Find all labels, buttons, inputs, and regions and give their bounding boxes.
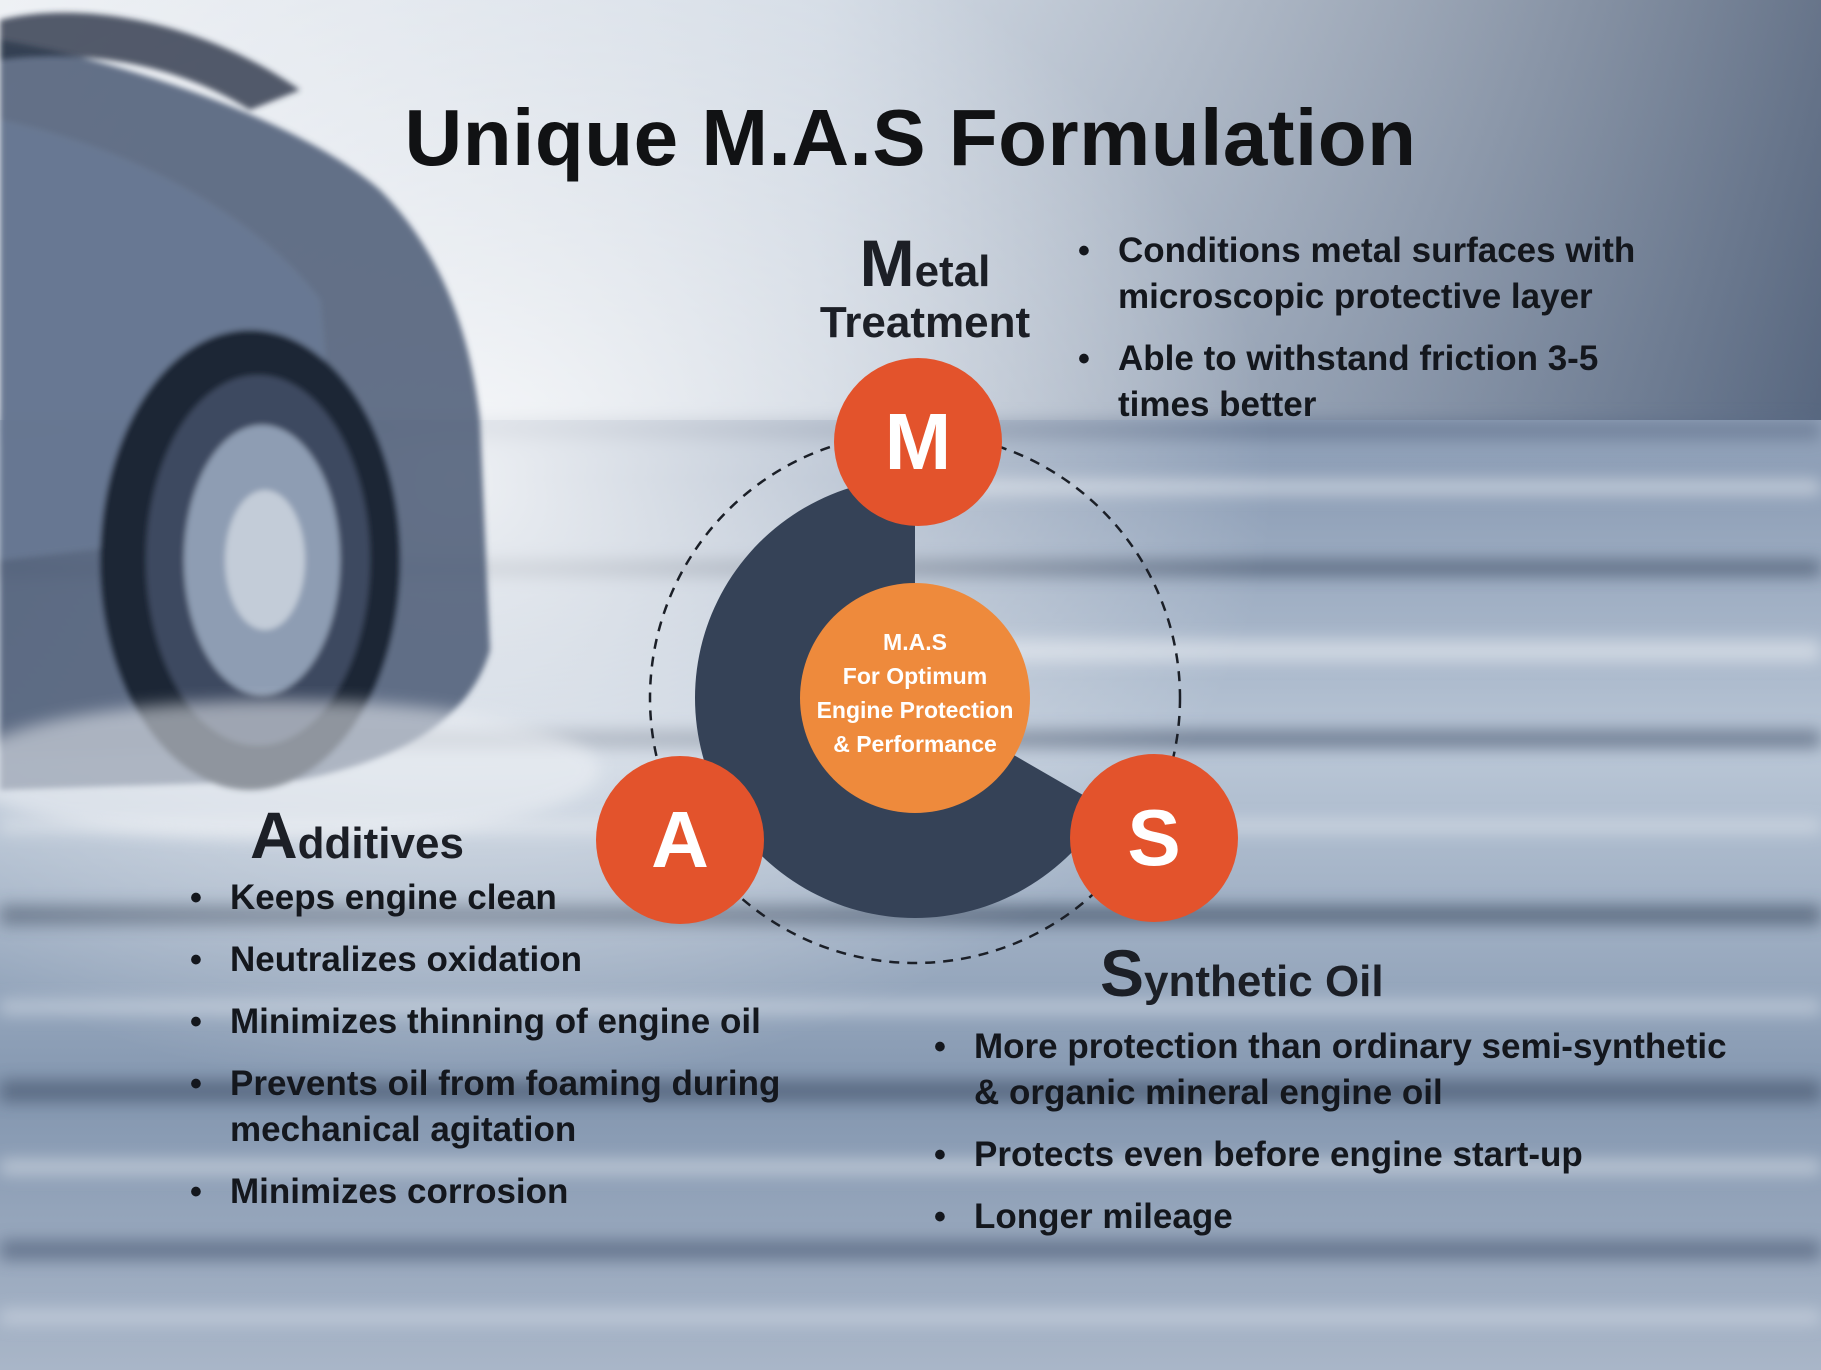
additives-bullet-list: Keeps engine clean Neutralizes oxidation… bbox=[188, 875, 808, 1231]
metal-heading: Metal Treatment bbox=[790, 226, 1060, 348]
list-item: Minimizes thinning of engine oil bbox=[188, 999, 808, 1045]
list-item: Keeps engine clean bbox=[188, 875, 808, 921]
center-line-1: M.A.S bbox=[883, 629, 947, 655]
list-item: More protection than ordinary semi-synth… bbox=[932, 1024, 1732, 1116]
center-line-2: For Optimum bbox=[842, 663, 988, 689]
metal-bullet-list: Conditions metal surfaces with microscop… bbox=[1076, 228, 1636, 444]
list-item: Conditions metal surfaces with microscop… bbox=[1076, 228, 1636, 320]
metal-heading-line2: Treatment bbox=[819, 298, 1031, 348]
list-item: Able to withstand friction 3-5 times bet… bbox=[1076, 336, 1636, 428]
metal-letter-badge: M bbox=[834, 358, 1002, 526]
page-title: Unique M.A.S Formulation bbox=[404, 93, 1417, 182]
synthetic-heading: Synthetic Oil bbox=[1100, 936, 1480, 1010]
list-item: Minimizes corrosion bbox=[188, 1169, 808, 1215]
list-item: Protects even before engine start-up bbox=[932, 1132, 1732, 1178]
synthetic-heading-cap: S bbox=[1100, 936, 1145, 1010]
synthetic-heading-rest: ynthetic Oil bbox=[1144, 957, 1384, 1006]
metal-heading-cap: M bbox=[859, 226, 915, 300]
list-item: Longer mileage bbox=[932, 1194, 1732, 1240]
center-circle bbox=[800, 583, 1030, 813]
additives-heading-rest: dditives bbox=[297, 819, 464, 868]
list-item: Neutralizes oxidation bbox=[188, 937, 808, 983]
center-label: M.A.S For Optimum Engine Protection & Pe… bbox=[800, 625, 1030, 761]
center-line-3: Engine Protection bbox=[816, 697, 1014, 723]
center-line-4: & Performance bbox=[833, 731, 997, 757]
additives-heading-cap: A bbox=[250, 798, 298, 872]
synthetic-letter-badge: S bbox=[1070, 754, 1238, 922]
metal-heading-rest: etal bbox=[914, 247, 991, 296]
synthetic-bullet-list: More protection than ordinary semi-synth… bbox=[932, 1024, 1732, 1256]
list-item: Prevents oil from foaming during mechani… bbox=[188, 1061, 808, 1153]
additives-heading: Additives bbox=[250, 798, 550, 872]
